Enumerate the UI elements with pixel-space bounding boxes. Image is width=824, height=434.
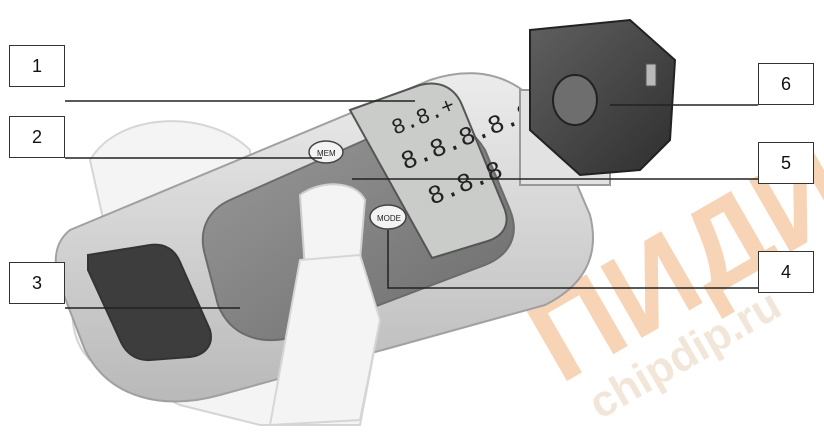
- contact-adapter: [520, 20, 675, 185]
- mode-button-label: MODE: [377, 214, 401, 223]
- mem-button[interactable]: MEM: [309, 141, 343, 163]
- callout-6: 6: [758, 63, 814, 105]
- mode-button[interactable]: MODE: [370, 205, 406, 229]
- callout-1: 1: [9, 45, 65, 87]
- mem-button-label: MEM: [317, 149, 336, 158]
- callout-4: 4: [758, 251, 814, 293]
- callout-3: 3: [9, 262, 65, 304]
- callout-5: 5: [758, 142, 814, 184]
- callout-2: 2: [9, 116, 65, 158]
